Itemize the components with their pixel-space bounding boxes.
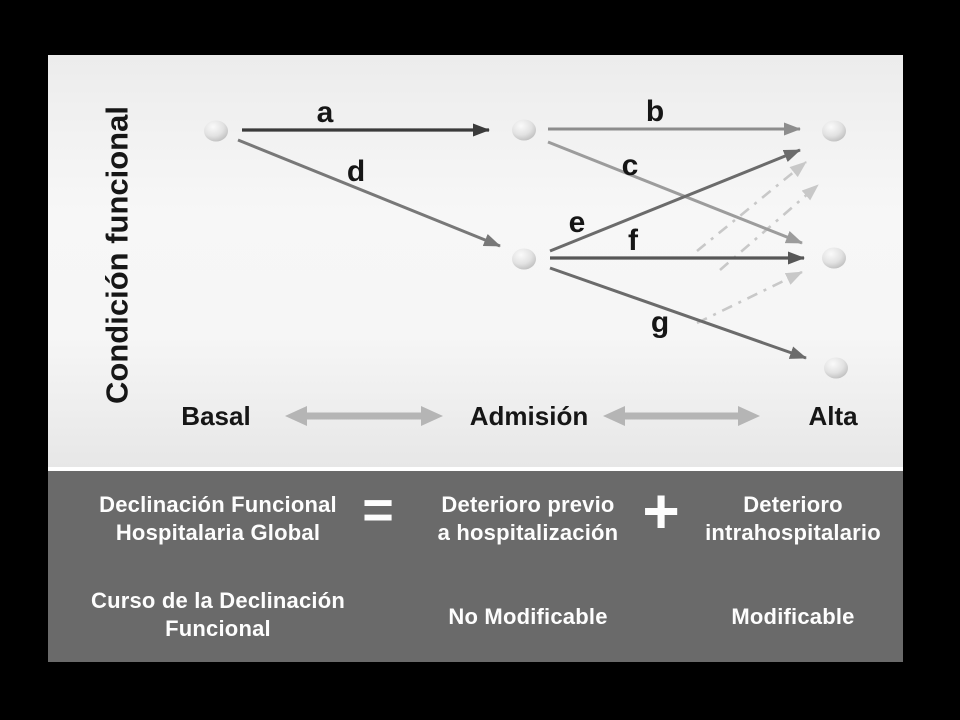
dashed-trajectory-arrow-3 (696, 270, 803, 325)
node-admision-top (512, 119, 536, 141)
equals-sign: = (362, 480, 394, 540)
intrahospital-line1: Deterioro (743, 492, 843, 517)
intrahospital-decline-label: Deterioro intrahospitalario (678, 491, 908, 547)
node-admision-bottom (512, 248, 536, 270)
arrow-g (549, 266, 807, 360)
arrow-d (237, 138, 501, 248)
modifiable-label: Modificable (731, 604, 855, 629)
global-decline-line1: Declinación Funcional (99, 492, 337, 517)
dashed-trajectory-arrow-1 (696, 160, 807, 253)
arrow-label-d: d (347, 155, 365, 188)
arrow-label-f: f (628, 224, 639, 257)
decline-course-label: Curso de la Declinación Funcional (68, 587, 368, 643)
pre-hospital-decline-label: Deterioro previo a hospitalización (418, 491, 638, 547)
arrow-label-e: e (569, 206, 586, 239)
decline-course-line1: Curso de la Declinación (90, 588, 345, 613)
intrahospital-line2: intrahospitalario (705, 520, 881, 545)
y-axis-label: Condición funcional (100, 106, 135, 404)
arrow-label-b: b (646, 95, 664, 128)
arrow-c (547, 140, 803, 245)
axis-double-arrow-1 (285, 406, 443, 426)
axis-label-admision: Admisión (470, 401, 588, 431)
pre-hospital-line2: a hospitalización (437, 520, 619, 545)
node-basal (204, 120, 228, 142)
arrow-label-a: a (317, 96, 334, 129)
axis-label-alta: Alta (808, 401, 858, 431)
global-decline-label: Declinación Funcional Hospitalaria Globa… (68, 491, 368, 547)
decline-course-line2: Funcional (165, 616, 271, 641)
axis-double-arrow-2 (603, 406, 760, 426)
node-alta-middle (822, 247, 846, 269)
pre-hospital-line1: Deterioro previo (441, 492, 615, 517)
global-decline-line2: Hospitalaria Global (115, 520, 321, 545)
arrow-label-c: c (622, 149, 639, 182)
axis-label-basal: Basal (181, 401, 250, 431)
arrow-e (549, 148, 801, 253)
dashed-trajectory-arrow-2 (719, 184, 819, 271)
plus-sign: + (642, 475, 680, 547)
not-modifiable-label: No Modificable (448, 604, 608, 629)
node-alta-top (822, 120, 846, 142)
node-alta-bottom (824, 357, 848, 379)
equation-panel: Declinación Funcional Hospitalaria Globa… (48, 471, 903, 662)
arrow-label-g: g (651, 306, 669, 339)
